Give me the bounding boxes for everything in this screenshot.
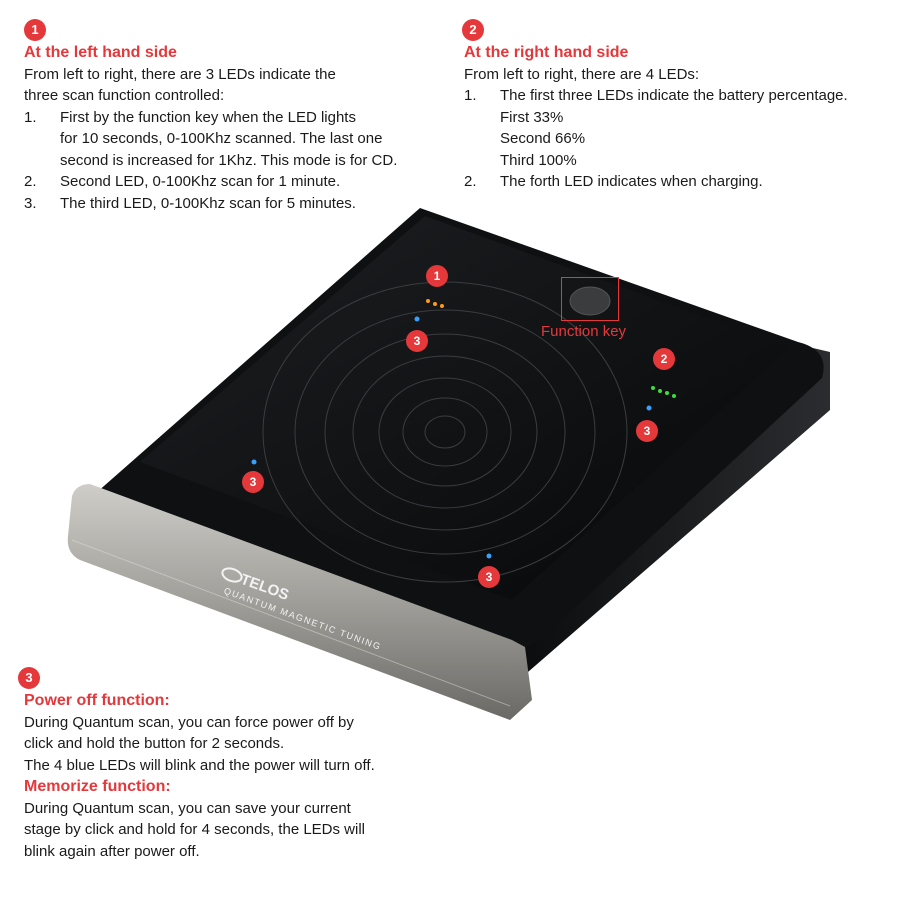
callout-badge <box>653 348 675 370</box>
led-blue <box>646 405 652 411</box>
left-section: At the left hand side From left to right… <box>24 42 464 214</box>
right-intro: From left to right, there are 4 LEDs: <box>464 65 700 83</box>
callout-label: 2 <box>661 352 668 366</box>
callout-label: 3 <box>250 475 257 489</box>
list-text: second is increased for 1Khz. This mode … <box>60 151 398 169</box>
bottom-section: Power off function: During Quantum scan,… <box>24 690 464 862</box>
right-section: At the right hand side From left to righ… <box>464 42 894 193</box>
section-badge-1: 1 <box>24 19 46 41</box>
list-number: 1. <box>464 87 477 104</box>
led-green <box>665 391 669 395</box>
led-green <box>658 389 662 393</box>
left-intro-line: From left to right, there are 3 LEDs ind… <box>24 65 336 83</box>
callout-badge <box>242 471 264 493</box>
callout-label: 3 <box>414 334 421 348</box>
led-orange <box>426 299 430 303</box>
led-green <box>672 394 676 398</box>
power-off-text: During Quantum scan, you can force power… <box>24 713 354 731</box>
led-blue <box>486 553 492 559</box>
battery-level: Third 100% <box>500 151 577 169</box>
right-led-group <box>651 386 676 398</box>
section-badge-3: 3 <box>18 667 40 689</box>
list-item: 2. The forth LED indicates when charging… <box>464 171 894 193</box>
left-intro-line: three scan function controlled: <box>24 87 225 104</box>
list-item: 3. The third LED, 0-100Khz scan for 5 mi… <box>24 193 464 215</box>
memorize-heading: Memorize function: <box>24 778 171 795</box>
left-section-heading: At the left hand side <box>24 44 177 61</box>
memorize-text: stage by click and hold for 4 seconds, t… <box>24 821 366 838</box>
callout-badge <box>636 420 658 442</box>
led-orange <box>440 304 444 308</box>
left-led-group <box>426 299 444 308</box>
led-green <box>651 386 655 390</box>
callout-label: 3 <box>644 424 651 438</box>
led-blue <box>414 316 420 322</box>
list-number: 2. <box>464 173 477 190</box>
section-badge-2: 2 <box>462 19 484 41</box>
power-off-text: The 4 blue LEDs will blink and the power… <box>24 756 375 774</box>
right-section-heading: At the right hand side <box>464 44 629 61</box>
power-off-heading: Power off function: <box>24 692 170 709</box>
memorize-text: blink again after power off. <box>24 842 200 860</box>
led-blue <box>251 459 257 465</box>
list-number: 1. <box>24 108 37 126</box>
list-text: First by the function key when the LED l… <box>60 108 356 126</box>
list-text: for 10 seconds, 0-100Khz scanned. The la… <box>60 130 383 147</box>
list-item: 1. First by the function key when the LE… <box>24 107 464 172</box>
led-orange <box>433 302 437 306</box>
callout-badge <box>478 566 500 588</box>
memorize-text: During Quantum scan, you can save your c… <box>24 799 351 817</box>
function-key-label: Function key <box>541 323 627 340</box>
list-text: Second LED, 0-100Khz scan for 1 minute. <box>60 173 341 190</box>
list-number: 2. <box>24 173 37 190</box>
power-off-text: click and hold the button for 2 seconds. <box>24 735 285 752</box>
battery-level: First 33% <box>500 108 564 126</box>
list-item: 1. The first three LEDs indicate the bat… <box>464 85 894 171</box>
list-item: 2. Second LED, 0-100Khz scan for 1 minut… <box>24 171 464 193</box>
battery-level: Second 66% <box>500 130 586 147</box>
callout-badge <box>406 330 428 352</box>
device-glass <box>140 216 790 600</box>
callout-label: 3 <box>486 570 493 584</box>
device-front-edge <box>67 484 532 720</box>
callout-badge <box>426 265 448 287</box>
function-key-button[interactable] <box>569 286 611 316</box>
callout-label: 1 <box>434 269 441 283</box>
list-text: The first three LEDs indicate the batter… <box>500 87 848 104</box>
function-key-highlight <box>561 277 619 321</box>
list-text: The forth LED indicates when charging. <box>500 173 763 190</box>
list-text: The third LED, 0-100Khz scan for 5 minut… <box>60 194 356 212</box>
list-number: 3. <box>24 194 37 212</box>
